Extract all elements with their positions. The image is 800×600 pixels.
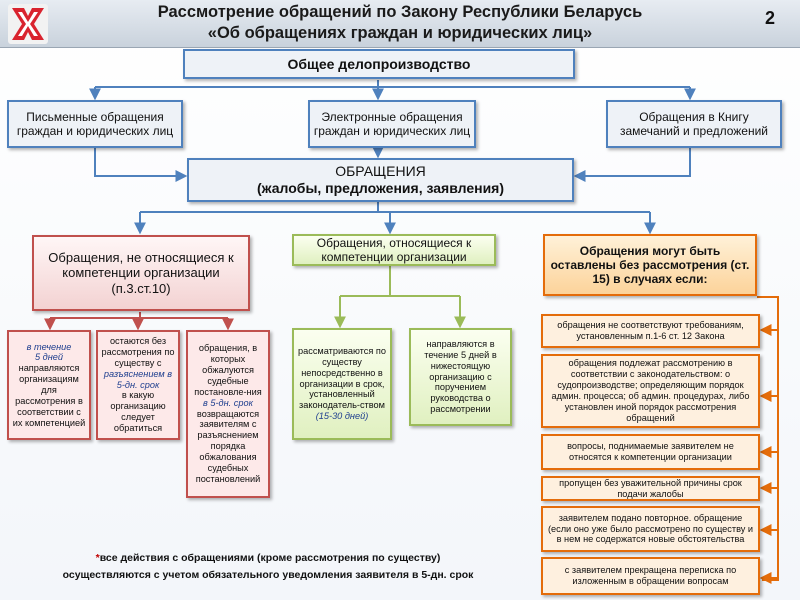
red-item-forward-p1: в течение — [26, 341, 72, 352]
page-title-line-1: Рассмотрение обращений по Закону Республ… — [157, 3, 643, 21]
orange-item-missed-deadline: пропущен без уважительной причины срок п… — [541, 476, 760, 501]
green-item-review-p2: (15-30 дней) — [315, 411, 369, 422]
green-item-review: рассматриваются по существу непосредстве… — [292, 328, 392, 440]
red-item-explain-p2: разъяснением в 5-дн. срок — [103, 368, 173, 390]
appeals-subtitle: (жалобы, предложения, заявления) — [256, 180, 505, 196]
green-item-review-p1: рассматриваются по существу непосредстве… — [298, 345, 386, 411]
orange-item-correspondence-stopped: с заявителем прекращена переписка по изл… — [541, 557, 760, 595]
title-banner — [0, 0, 800, 48]
left-without-review-box: Обращения могут быть оставлены без рассм… — [543, 234, 757, 296]
orange-item-requirements: обращения не соответствуют требованиям, … — [541, 314, 760, 348]
red-item-explain-p3: в какую организацию следует обратиться — [110, 390, 166, 433]
page-number: 2 — [764, 8, 775, 28]
competent-box: Обращения, относящиеся к компетенции орг… — [292, 234, 496, 266]
not-competent-title: Обращения, не относящиеся к компетенции … — [48, 250, 234, 281]
red-item-forward: в течение 5 дней направляются организаци… — [7, 330, 91, 440]
electronic-appeals-box: Электронные обращения граждан и юридичес… — [308, 100, 476, 148]
footnote-line-1: *все действия с обращениями (кроме рассм… — [8, 552, 528, 564]
footnote-text-1: все действия с обращениями (кроме рассмо… — [99, 552, 441, 564]
logo-icon — [12, 8, 44, 40]
page-title-line-2: «Об обращениях граждан и юридических лиц… — [207, 24, 593, 42]
footnote-star: * — [95, 552, 100, 564]
written-appeals-box: Письменные обращения граждан и юридическ… — [7, 100, 183, 148]
green-item-subordinate: направляются в течение 5 дней в нижестоя… — [409, 328, 512, 426]
red-item-forward-p3: направляются организациям для рассмотрен… — [12, 363, 86, 428]
red-item-explain-p1: остаются без рассмотрения по существу с — [101, 336, 175, 368]
not-competent-ref: (п.3.ст.10) — [111, 280, 171, 296]
appeals-title: ОБРАЩЕНИЯ — [335, 163, 426, 180]
red-item-court-p2: в 5-дн. срок — [203, 397, 253, 408]
red-item-court: обращения, в которых обжалуются судебные… — [186, 330, 270, 498]
not-competent-box: Обращения, не относящиеся к компетенции … — [32, 235, 250, 311]
red-item-court-p3: возвращаются заявителям с разъяснением п… — [195, 408, 261, 484]
general-records-box: Общее делопроизводство — [183, 49, 575, 79]
orange-item-other-procedure: обращения подлежат рассмотрению в соотве… — [541, 354, 760, 428]
complaints-book-box: Обращения в Книгу замечаний и предложени… — [606, 100, 782, 148]
orange-item-not-competent: вопросы, поднимаемые заявителем не относ… — [541, 434, 760, 470]
red-item-court-p1: обращения, в которых обжалуются судебные… — [194, 343, 262, 397]
red-item-explain: остаются без рассмотрения по существу с … — [96, 330, 180, 440]
red-item-forward-p2: 5 дней — [34, 352, 63, 363]
footnote-line-2: осуществляются с учетом обязательного ув… — [62, 569, 474, 581]
orange-item-repeated: заявителем подано повторное. обращение (… — [541, 506, 760, 552]
appeals-box: ОБРАЩЕНИЯ (жалобы, предложения, заявлени… — [187, 158, 574, 202]
logo — [8, 4, 48, 44]
